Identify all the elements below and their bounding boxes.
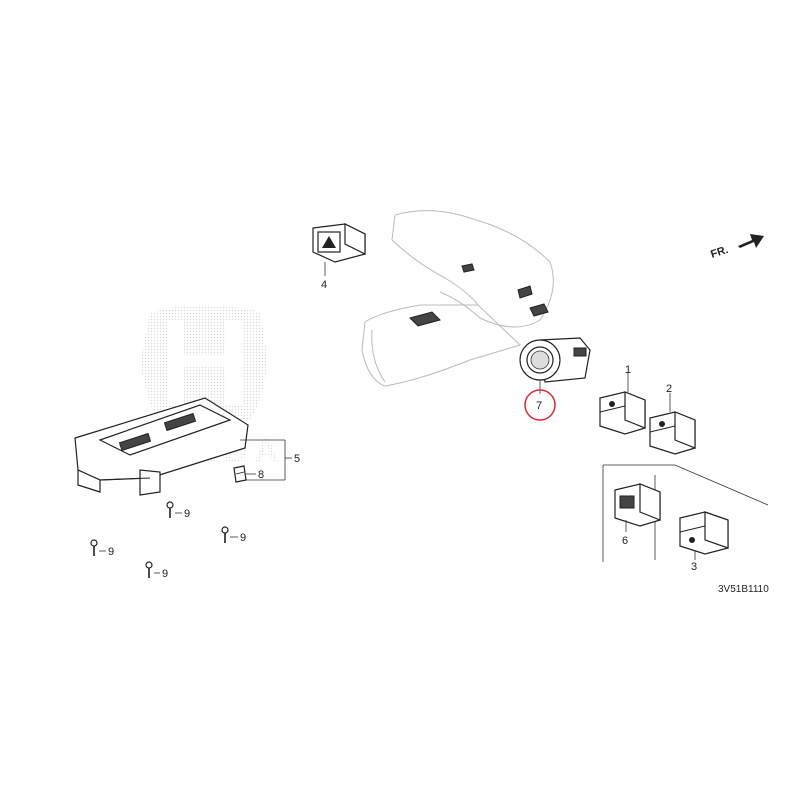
- callout-2: 2: [666, 383, 672, 395]
- dashboard-outline: [361, 210, 554, 387]
- highlight-ring-7: [524, 389, 556, 421]
- honda-watermark-logo: HONDA: [130, 305, 279, 470]
- callout-9b: 9: [240, 532, 246, 544]
- screw-part-9c: [90, 539, 98, 556]
- switch-part-3: [679, 511, 729, 555]
- front-indicator-label: FR.: [709, 244, 730, 261]
- callout-6: 6: [622, 535, 628, 547]
- screw-part-9b: [221, 526, 229, 543]
- front-arrow-icon: [738, 234, 764, 248]
- diagram-code: 3V51B1110: [718, 584, 769, 595]
- callout-5-bracket: [240, 439, 292, 481]
- switch-part-1: [599, 391, 646, 435]
- callout-5: 5: [294, 453, 300, 465]
- callout-9c: 9: [108, 546, 114, 558]
- callout-9d: 9: [162, 568, 168, 580]
- switch-part-6: [614, 483, 661, 527]
- callout-8: 8: [258, 469, 264, 481]
- screw-part-9a: [166, 501, 174, 518]
- clip-part-8: [233, 465, 247, 483]
- console-panel-part: [74, 397, 249, 496]
- callout-7: 7: [536, 400, 542, 412]
- callout-9a: 9: [184, 508, 190, 520]
- screw-part-9d: [145, 561, 153, 578]
- switch-part-2: [649, 411, 696, 455]
- front-indicator: FR.: [709, 234, 764, 261]
- engine-start-button-part: [519, 337, 591, 383]
- hazard-switch-part: [312, 223, 366, 263]
- callout-4: 4: [321, 279, 327, 291]
- callout-1: 1: [625, 364, 631, 376]
- callout-3: 3: [691, 561, 697, 573]
